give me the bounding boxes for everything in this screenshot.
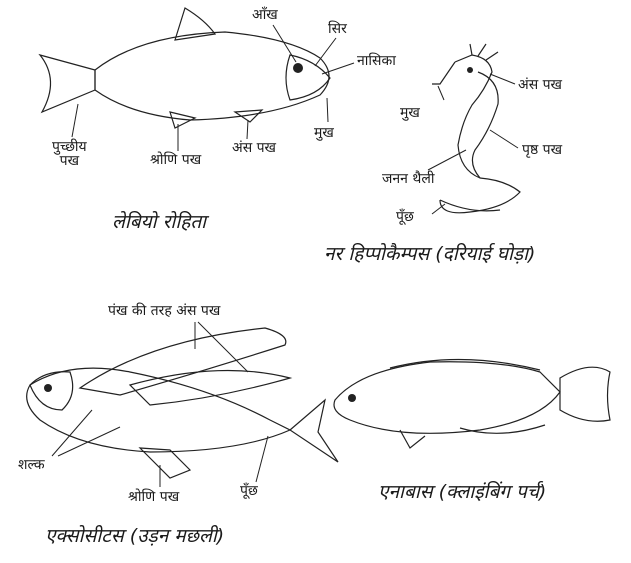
leader-caudal <box>72 104 78 137</box>
anabas-drawing <box>334 359 610 448</box>
exocoetus-drawing <box>27 328 338 478</box>
label-h-pectoral-fin: अंस पख <box>518 78 562 92</box>
caption-anabas: एनाबास (क्लाइंबिंग पर्च) <box>378 483 546 502</box>
label-head: सिर <box>328 22 347 36</box>
label-h-tail: पूँछ <box>396 210 414 224</box>
caption-labeo-rohita: लेबियो रोहिता <box>112 213 206 232</box>
leader-eye <box>273 25 296 62</box>
leader-h-dorsal <box>490 130 518 148</box>
hippocampus-drawing <box>432 44 520 213</box>
label-pectoral-fin: अंस पख <box>232 141 276 155</box>
label-scales: शल्क <box>18 458 45 472</box>
label-caudal-fin: पुच्छीय पख <box>52 140 87 168</box>
caption-exocoetus: एक्सोसीटस (उड़न मछली) <box>45 527 224 546</box>
labeo-rohita-drawing <box>40 8 330 128</box>
label-pelvic-fin: श्रोणि पख <box>150 153 201 167</box>
label-h-mouth: मुख <box>400 106 420 120</box>
label-mouth: मुख <box>314 126 334 140</box>
leader-mouth <box>327 98 328 122</box>
label-eye: आँख <box>252 8 278 22</box>
leader-pectoral <box>247 120 248 139</box>
label-x-pelvic-fin: श्रोणि पख <box>128 490 179 504</box>
leader-scale-2 <box>58 427 120 456</box>
leader-x-tail <box>256 436 268 482</box>
label-h-brood-pouch: जनन थैली <box>382 172 434 186</box>
label-wing-fins: पंख की तरह अंस पख <box>108 304 220 318</box>
leader-head <box>315 38 336 66</box>
caption-hippocampus: नर हिप्पोकैम्पस (दरियाई घोड़ा) <box>324 245 535 264</box>
leader-h-mouth <box>438 86 444 100</box>
leader-h-pectoral <box>490 74 515 84</box>
label-nostril: नासिका <box>357 54 396 68</box>
leader-h-pouch <box>428 150 466 170</box>
label-h-dorsal-fin: पृष्ठ पख <box>522 143 562 157</box>
label-x-tail: पूँछ <box>240 484 258 498</box>
